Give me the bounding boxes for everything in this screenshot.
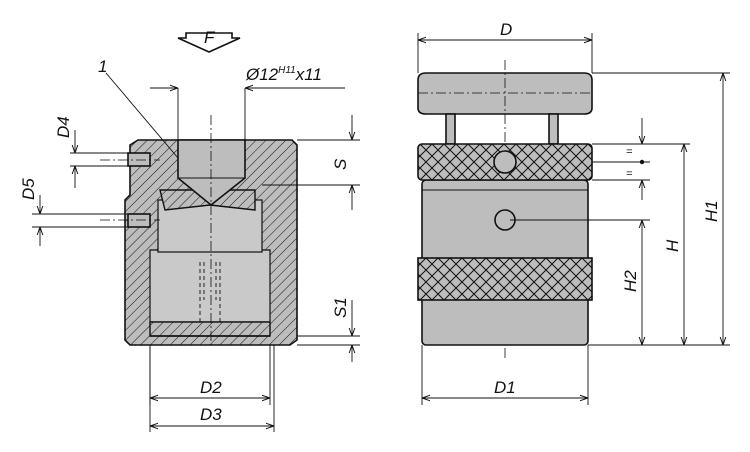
- force-arrow: F: [177, 28, 241, 53]
- h-label: H: [663, 239, 682, 252]
- equal-mark-top: =: [626, 146, 633, 158]
- equal-mark-bottom: =: [626, 168, 633, 180]
- insert-part-1: [177, 139, 246, 207]
- d1-label: D1: [494, 378, 516, 397]
- d3-label: D3: [200, 405, 222, 424]
- bore-spec-label: Ø12H11x11: [245, 65, 322, 84]
- h2-label: H2: [621, 270, 640, 292]
- d2-label: D2: [200, 378, 222, 397]
- d4-label: D4: [54, 116, 73, 138]
- h1-label: H1: [702, 200, 721, 222]
- external-view: D D1 = = H2 H H1: [417, 20, 730, 405]
- section-view: 1 Ø12H11x11 D4 D5 S S1: [19, 57, 360, 432]
- pin-right: [548, 113, 559, 145]
- s-label: S: [331, 158, 350, 170]
- part-number-label: 1: [98, 57, 107, 76]
- inner-bore: [149, 249, 271, 323]
- set-screw-d4: [127, 152, 151, 167]
- d-label: D: [500, 20, 512, 39]
- base-ring: [149, 321, 271, 337]
- s1-label: S1: [331, 297, 350, 318]
- force-label: F: [204, 28, 216, 47]
- cross-hole-upper: [493, 150, 517, 174]
- lower-knurl: [417, 257, 593, 301]
- pin-left: [445, 113, 456, 145]
- top-cap: [417, 72, 593, 115]
- d5-label: D5: [19, 178, 38, 200]
- set-screw-d5: [127, 213, 151, 228]
